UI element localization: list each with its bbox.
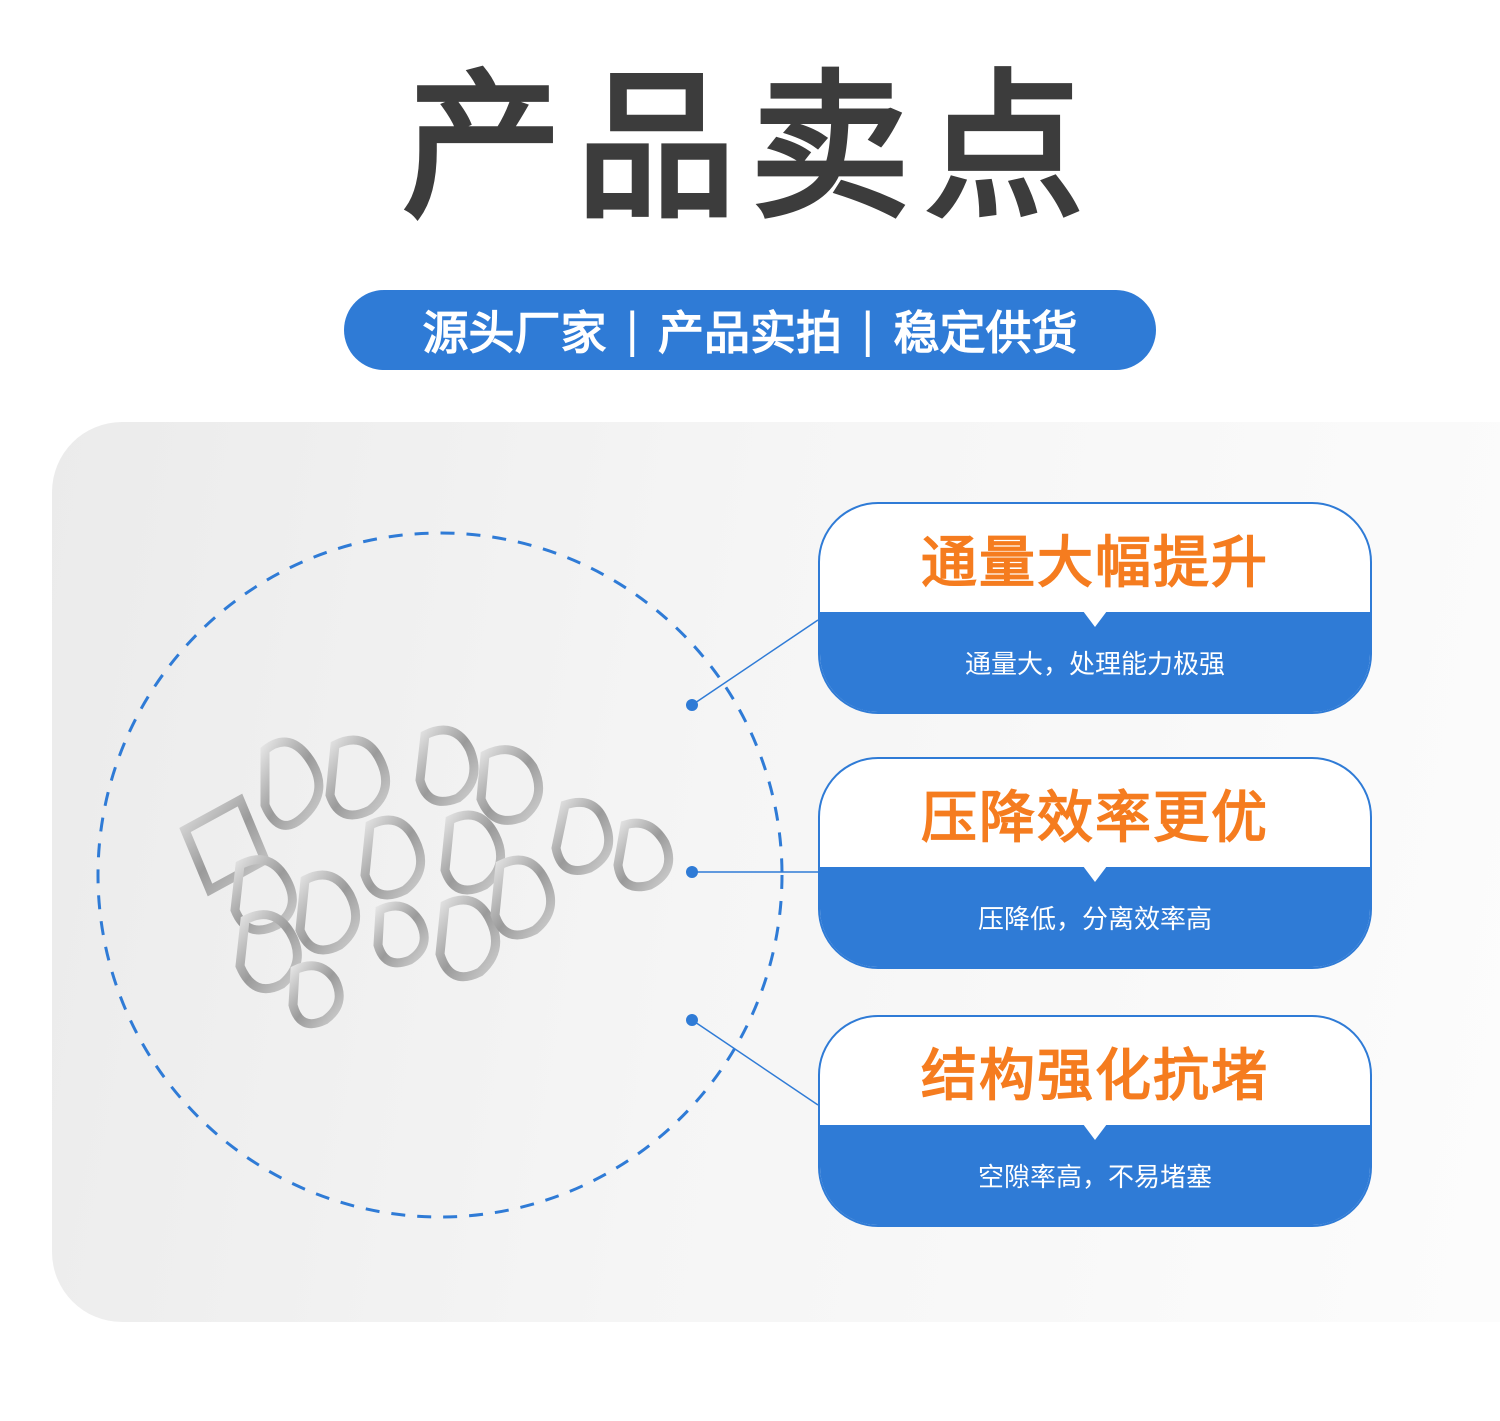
tagline-separator: |	[624, 303, 641, 357]
connector-dot-3	[686, 1014, 698, 1026]
dashed-circle-frame	[96, 531, 784, 1219]
feature-heading: 压降效率更优	[921, 785, 1269, 851]
connector-line-1	[691, 619, 819, 706]
connector-line-3	[691, 1019, 819, 1106]
tagline-item-source-factory: 源头厂家	[422, 306, 607, 360]
page-title: 产品卖点	[401, 54, 1098, 241]
connector-dot-2	[686, 866, 698, 878]
feature-heading: 结构强化抗堵	[921, 1043, 1269, 1109]
tagline-item-stable-supply: 稳定供货	[893, 306, 1078, 360]
connector-dot-1	[686, 699, 698, 711]
feature-card-pressure-drop: 压降效率更优 压降低，分离效率高	[818, 757, 1372, 969]
feature-card-throughput: 通量大幅提升 通量大，处理能力极强	[818, 502, 1372, 714]
feature-description: 空隙率高，不易堵塞	[820, 1124, 1370, 1225]
tagline-item-real-photo: 产品实拍	[658, 306, 842, 360]
feature-heading: 通量大幅提升	[921, 530, 1269, 596]
feature-card-anti-clogging: 结构强化抗堵 空隙率高，不易堵塞	[818, 1015, 1372, 1227]
tagline-banner: 源头厂家 | 产品实拍 | 稳定供货	[344, 290, 1156, 370]
feature-description: 通量大，处理能力极强	[820, 611, 1370, 712]
tagline-separator: |	[860, 303, 876, 357]
feature-description: 压降低，分离效率高	[820, 866, 1370, 967]
product-photo	[179, 725, 674, 1029]
